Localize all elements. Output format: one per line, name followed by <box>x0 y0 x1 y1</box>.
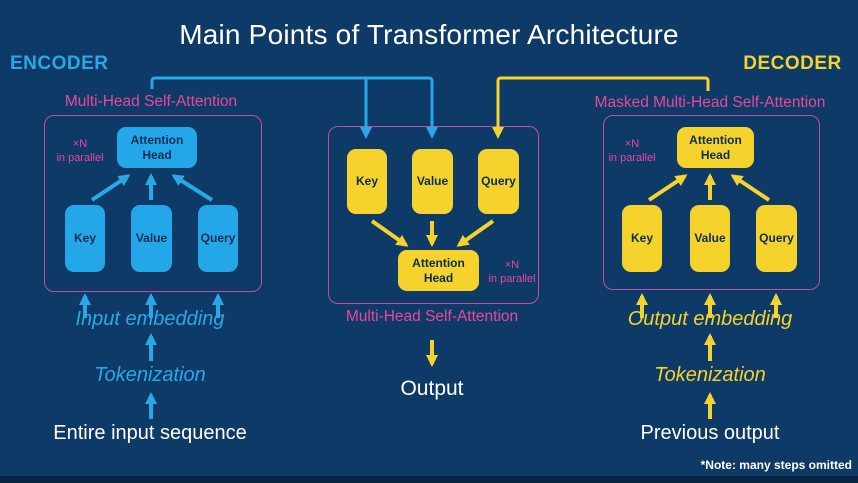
center-block-label: Multi-Head Self-Attention <box>345 308 519 325</box>
decoder-source-label: Previous output <box>640 422 780 444</box>
decoder-key-node: Key <box>622 205 662 272</box>
encoder-embedding-label: Input embedding <box>75 308 225 330</box>
encoder-parallel-note: ×N in parallel <box>56 138 104 165</box>
decoder-section-label: DECODER <box>743 53 842 74</box>
center-attention-head-node: Attention Head <box>398 250 479 291</box>
encoder-attention-head-node: Attention Head <box>117 127 197 168</box>
decoder-embedding-label: Output embedding <box>627 308 793 330</box>
decoder-tokenization-label: Tokenization <box>654 364 766 386</box>
center-block-box <box>328 126 539 304</box>
center-parallel-note: ×N in parallel <box>488 259 536 286</box>
encoder-block-label: Multi-Head Self-Attention <box>64 93 238 110</box>
encoder-value-node: Value <box>131 205 172 272</box>
encoder-section-label: ENCODER <box>10 53 109 74</box>
center-output-label: Output <box>400 377 464 400</box>
encoder-key-node: Key <box>65 205 105 272</box>
bottom-strip <box>0 476 858 483</box>
encoder-tokenization-label: Tokenization <box>94 364 206 386</box>
decoder-value-node: Value <box>690 205 730 272</box>
footnote: *Note: many steps omitted <box>700 458 852 472</box>
decoder-query-node: Query <box>756 205 797 272</box>
decoder-block-label: Masked Multi-Head Self-Attention <box>594 94 826 111</box>
decoder-block-box <box>603 115 820 290</box>
center-key-node: Key <box>347 149 387 214</box>
page-title: Main Points of Transformer Architecture <box>179 19 679 50</box>
center-query-node: Query <box>478 149 519 214</box>
encoder-source-label: Entire input sequence <box>53 422 247 444</box>
encoder-query-node: Query <box>198 205 238 272</box>
decoder-parallel-note: ×N in parallel <box>608 138 656 165</box>
decoder-attention-head-node: Attention Head <box>677 127 754 168</box>
center-value-node: Value <box>412 149 453 214</box>
